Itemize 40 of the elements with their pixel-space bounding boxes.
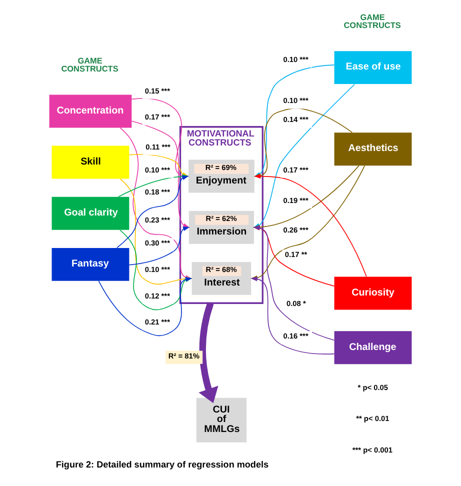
- edge-label: 0.17 **: [284, 250, 308, 260]
- edge-label: 0.30 ***: [144, 238, 170, 248]
- node-box: R² = 69% Enjoyment: [188, 160, 254, 193]
- node-box: Curiosity: [334, 276, 412, 310]
- node-box: CUI of MMLGs: [196, 398, 247, 442]
- edge-label: 0.17 ***: [283, 165, 308, 174]
- node-box: Ease of use: [334, 51, 412, 84]
- edge-label: 0.19 ***: [283, 196, 308, 205]
- edge-label: 0.18 ***: [144, 188, 170, 197]
- node-box: Challenge: [334, 331, 412, 364]
- edge-label: 0.23 ***: [144, 216, 170, 225]
- edge-label: 0.16 ***: [283, 332, 308, 341]
- node-box: Fantasy: [52, 248, 130, 281]
- label: ** p< 0.01: [356, 414, 390, 424]
- label: * p< 0.05: [358, 382, 388, 392]
- edge-label: 0.17 ***: [144, 112, 170, 122]
- caption: Figure 2: Detailed summary of regression models: [56, 460, 269, 470]
- node-box: Goal clarity: [52, 196, 130, 230]
- node-box: Concentration: [49, 94, 132, 128]
- node-box: R² = 62% Immersion: [188, 210, 254, 244]
- node-box: R² = 68% Interest: [192, 262, 252, 295]
- edge-label: 0.11 ***: [146, 142, 170, 152]
- arrow: [128, 226, 190, 266]
- edge-label: R² = 81%: [168, 351, 200, 360]
- arrow: [198, 302, 218, 404]
- edge-label: 0.10 ***: [144, 264, 170, 274]
- label: *** p< 0.001: [352, 445, 393, 454]
- edge-label: 0.15 ***: [144, 86, 170, 96]
- edge-label: 0.10 ***: [144, 165, 170, 174]
- label: GAME CONSTRUCTS: [61, 56, 118, 74]
- edge-label: 0.10 ***: [283, 54, 308, 64]
- edge-label: 0.12 ***: [144, 291, 170, 300]
- edge-label: 0.21 ***: [144, 318, 170, 327]
- label: GAME CONSTRUCTS: [344, 12, 401, 30]
- node-box: Aesthetics: [334, 132, 412, 166]
- edge-label: 0.14 ***: [283, 115, 308, 124]
- edge-label: 0.08 *: [286, 298, 306, 308]
- edge-label: 0.26 ***: [283, 225, 308, 234]
- edge-label: 0.10 ***: [283, 96, 308, 106]
- node-box: Skill: [52, 146, 130, 179]
